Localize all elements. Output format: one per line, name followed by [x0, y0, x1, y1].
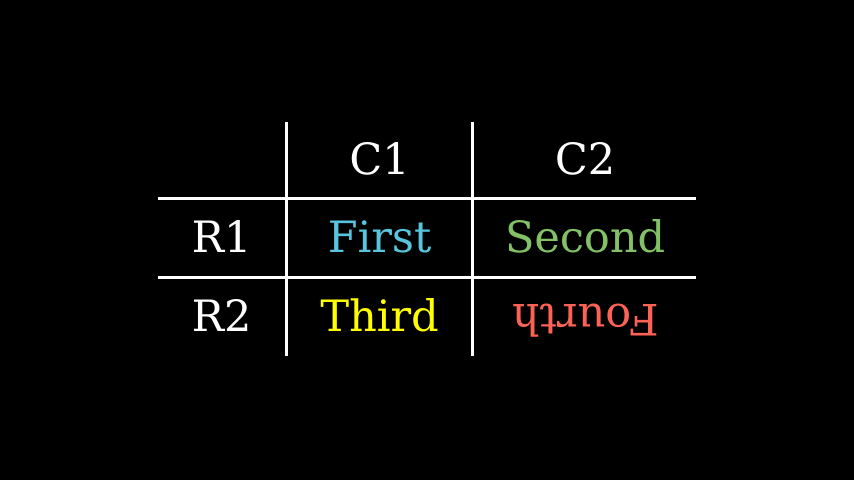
table-vertical-line-2: [471, 122, 474, 356]
table-vertical-line-1: [285, 122, 288, 356]
cell-r2c2-fourth-rotated: Fourth: [474, 279, 696, 355]
cell-r1c2-second: Second: [504, 212, 666, 263]
table-horizontal-line-2: [158, 276, 696, 279]
row-header-r1: R1: [191, 212, 252, 263]
cell-r2c1-third: Third: [320, 291, 439, 342]
col-header-c2: C2: [554, 134, 616, 185]
rotated-text-fourth: Fourth: [511, 292, 659, 343]
row-header-r2: R2: [191, 291, 252, 342]
table-horizontal-line-1: [158, 197, 696, 200]
col-header-c1: C1: [349, 134, 410, 185]
cell-r1c1-first: First: [327, 212, 432, 263]
